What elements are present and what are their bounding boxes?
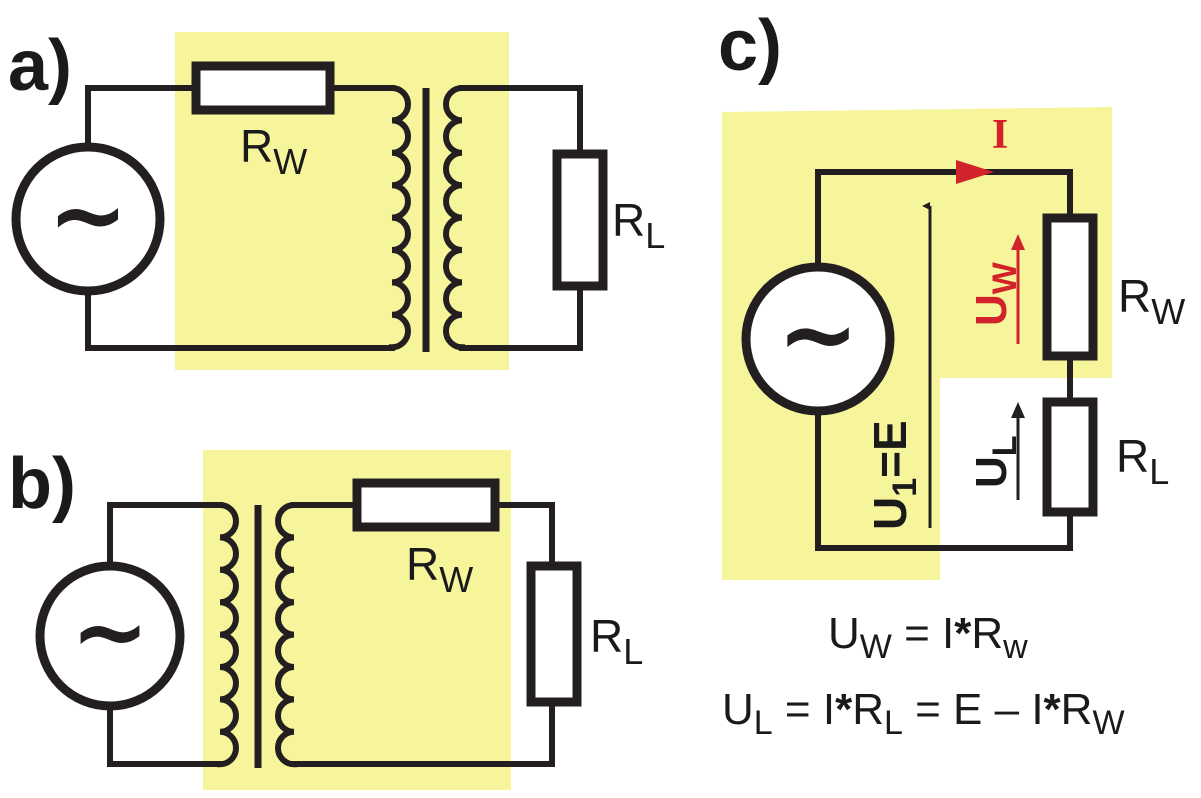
panel-a-secondary-coil	[443, 84, 466, 351]
panel-c-current-arrow-icon	[956, 160, 994, 184]
panel-b-wire-rw-to-rl	[492, 502, 555, 569]
panel-b-primary-coil	[216, 501, 239, 768]
panel-c-wire-loop-top	[815, 169, 1073, 268]
panel-c-label-ul: UL	[967, 435, 1024, 488]
panel-c-ac-tilde-icon: ~	[777, 278, 859, 392]
panel-b: b) ~ RW RL	[8, 444, 643, 790]
panel-b-ac-source	[35, 561, 185, 711]
panel-a-wire-bottom	[85, 287, 395, 351]
panel-b-label-rl: RL	[590, 610, 643, 672]
panel-c-label-uw: UW	[967, 261, 1024, 326]
panel-a-wire-secondary-bottom	[459, 283, 583, 351]
panel-c-label-current: I	[992, 112, 1008, 158]
panel-c-wire-loop-bottom	[815, 411, 1073, 551]
panel-a-resistor-rw	[191, 61, 335, 115]
panel-c-resistor-rw	[1042, 213, 1098, 361]
panel-b-resistor-rw	[352, 478, 500, 532]
panel-a-wire-top-left	[85, 85, 199, 151]
panel-a-ac-source	[11, 142, 165, 296]
panel-a-ac-tilde-icon: ~	[48, 159, 128, 271]
panel-c-uw-arrowhead-icon	[1011, 234, 1025, 250]
panel-a: a) ~ RW RL	[8, 26, 665, 370]
panel-c-ul-arrowhead-icon	[1011, 402, 1025, 418]
panel-c-label-rl: RL	[1116, 430, 1169, 492]
equation-ul: UL = I*RL = E – I*RW	[722, 685, 1125, 742]
panel-a-wire-secondary-top	[459, 85, 583, 157]
panel-a-label: a)	[8, 26, 72, 106]
panel-b-resistor-rl	[526, 561, 582, 707]
panel-b-label-rw: RW	[406, 538, 473, 600]
panel-b-wire-top-left	[107, 502, 223, 569]
panel-a-label-rl: RL	[612, 194, 665, 256]
panel-c-label-u1: U1=E	[864, 420, 924, 530]
panel-b-secondary-coil	[275, 501, 298, 768]
panel-a-label-rw: RW	[240, 120, 307, 182]
panel-b-ac-tilde-icon: ~	[71, 578, 150, 687]
panel-a-resistor-rl	[552, 149, 608, 291]
panel-a-primary-coil	[388, 84, 411, 351]
panel-b-wire-bottom-right	[291, 699, 555, 767]
panel-b-label: b)	[8, 444, 76, 524]
panel-c-label-rw: RW	[1118, 270, 1185, 332]
panel-b-wire-bottom-left	[107, 703, 223, 767]
panel-c-resistor-rl	[1042, 397, 1098, 517]
panel-c-ac-source	[741, 262, 895, 416]
panel-c-label: c)	[718, 6, 782, 86]
equation-uw: UW = I*Rw	[828, 609, 1028, 666]
panel-c: c) I ~ U1=E RW UW RL UL UW = I*Rw UL = I…	[718, 6, 1185, 742]
